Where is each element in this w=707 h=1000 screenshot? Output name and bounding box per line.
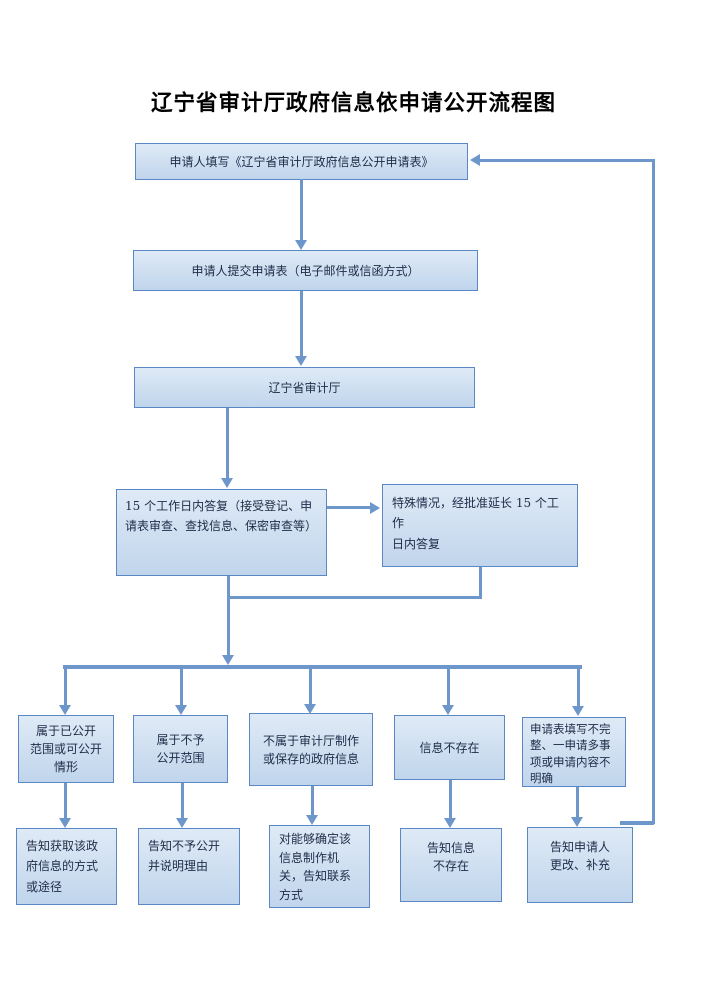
step-submit-form-label: 申请人提交申请表（电子邮件或信函方式） — [191, 263, 420, 278]
action-inform-producing-agency-box: 对能够确定该 信息制作机 关，告知联系 方式 — [269, 825, 370, 908]
arrowhead-down-icon — [304, 704, 316, 714]
arrowhead-down-icon — [59, 818, 71, 828]
condition-not-disclosed-label: 属于不予 公开范围 — [156, 733, 205, 765]
arrowhead-down-icon — [221, 478, 233, 488]
step-extension-label: 特殊情况，经批准延长 15 个工作 日内答复 — [392, 496, 559, 551]
arrowhead-down-icon — [295, 356, 307, 366]
arrowhead-down-icon — [175, 705, 187, 715]
connector-segment — [480, 158, 652, 162]
connector-segment — [620, 821, 654, 825]
action-inform-producing-agency-label: 对能够确定该 信息制作机 关，告知联系 方式 — [279, 832, 352, 902]
arrow-stem — [299, 179, 303, 240]
arrowhead-left-icon — [470, 154, 480, 166]
step-audit-office-box: 辽宁省审计厅 — [134, 367, 475, 408]
branch-distribution-bar — [63, 665, 582, 669]
action-inform-not-exist-label: 告知信息 不存在 — [426, 841, 475, 873]
arrowhead-down-icon — [572, 706, 584, 716]
arrow-stem — [63, 783, 67, 819]
connector-segment — [226, 596, 482, 599]
action-inform-amend-label: 告知申请人 更改、补充 — [549, 840, 610, 872]
arrow-stem — [575, 787, 579, 818]
condition-incomplete-form-box: 申请表填写不完 整、一申请多事 项或申请内容不 明确 — [522, 717, 626, 787]
arrowhead-down-icon — [444, 818, 456, 828]
condition-already-public-box: 属于已公开 范围或可公开 情形 — [18, 715, 114, 783]
arrowhead-down-icon — [571, 817, 583, 827]
action-inform-access-way-label: 告知获取该政 府信息的方式 或途径 — [26, 839, 99, 894]
step-reply-15-days-box: 15 个工作日内答复（接受登记、申 请表审查、查找信息、保密审查等） — [116, 489, 327, 576]
arrowhead-down-icon — [442, 705, 454, 715]
arrow-stem — [310, 786, 314, 816]
condition-not-disclosed-box: 属于不予 公开范围 — [133, 715, 228, 783]
arrow-stem — [327, 506, 370, 509]
step-submit-form-box: 申请人提交申请表（电子邮件或信函方式） — [133, 250, 478, 291]
arrowhead-down-icon — [295, 240, 307, 250]
connector-segment — [651, 159, 655, 824]
connector-segment — [226, 576, 230, 599]
arrow-stem — [576, 665, 580, 706]
arrowhead-down-icon — [306, 815, 318, 825]
arrow-stem — [448, 780, 452, 819]
action-inform-refusal-label: 告知不予公开 并说明理由 — [148, 839, 221, 874]
step-fill-application-form-label: 申请人填写《辽宁省审计厅政府信息公开申请表》 — [169, 154, 434, 169]
condition-incomplete-form-label: 申请表填写不完 整、一申请多事 项或申请内容不 明确 — [530, 722, 611, 785]
condition-already-public-label: 属于已公开 范围或可公开 情形 — [29, 724, 102, 774]
condition-not-produced-label: 不属于审计厅制作 或保存的政府信息 — [262, 733, 359, 766]
arrow-stem — [180, 783, 184, 819]
action-inform-access-way-box: 告知获取该政 府信息的方式 或途径 — [16, 828, 117, 905]
arrow-stem — [225, 408, 229, 478]
arrowhead-down-icon — [176, 818, 188, 828]
connector-segment — [478, 567, 482, 599]
action-inform-amend-box: 告知申请人 更改、补充 — [527, 827, 633, 903]
arrowhead-right-icon — [370, 501, 380, 514]
condition-not-produced-box: 不属于审计厅制作 或保存的政府信息 — [249, 713, 373, 786]
page-title: 辽宁省审计厅政府信息依申请公开流程图 — [150, 91, 556, 116]
action-inform-not-exist-box: 告知信息 不存在 — [400, 828, 502, 902]
step-fill-application-form-box: 申请人填写《辽宁省审计厅政府信息公开申请表》 — [135, 143, 468, 180]
action-inform-refusal-box: 告知不予公开 并说明理由 — [138, 828, 240, 905]
arrow-stem — [308, 668, 312, 706]
step-extension-box: 特殊情况，经批准延长 15 个工作 日内答复 — [382, 484, 578, 567]
step-reply-15-days-label: 15 个工作日内答复（接受登记、申 请表审查、查找信息、保密审查等） — [125, 499, 318, 534]
condition-info-not-exist-label: 信息不存在 — [419, 740, 480, 755]
arrow-stem — [179, 668, 183, 706]
step-audit-office-label: 辽宁省审计厅 — [268, 380, 341, 395]
arrowhead-down-icon — [59, 705, 71, 715]
arrow-stem — [63, 665, 67, 706]
condition-info-not-exist-box: 信息不存在 — [394, 715, 505, 780]
connector-segment — [226, 596, 230, 655]
arrow-stem — [446, 668, 450, 706]
arrow-stem — [299, 291, 303, 356]
arrowhead-down-icon — [222, 655, 234, 665]
